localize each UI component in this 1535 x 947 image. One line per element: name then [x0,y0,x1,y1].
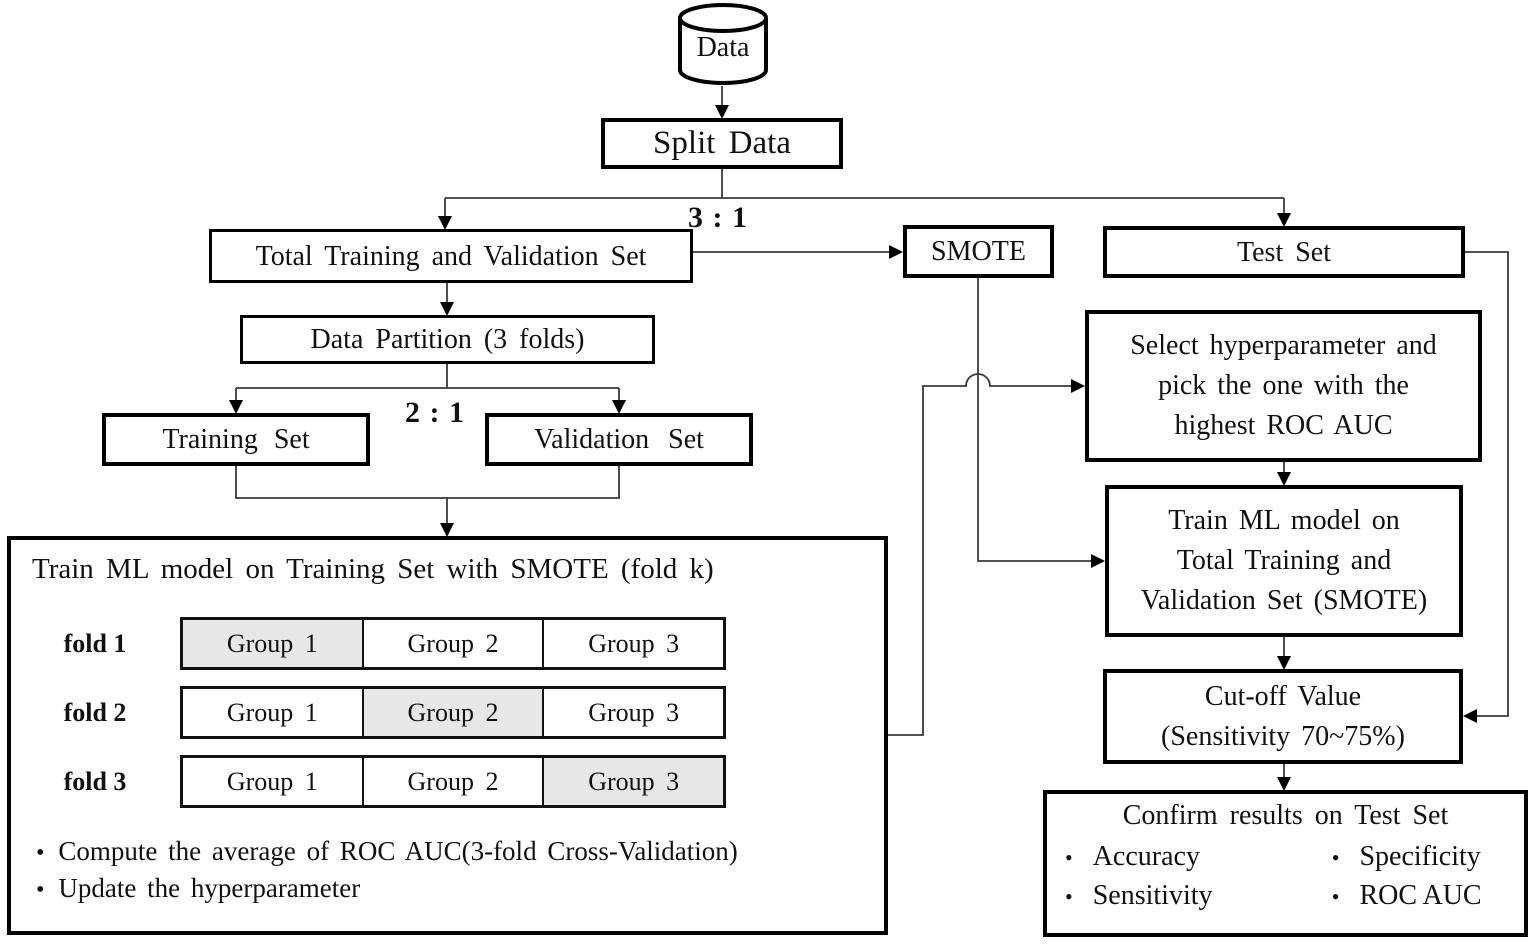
confirm-results-content: Confirm results on Test Set Accuracy Spe… [1043,790,1528,937]
arrow-select-to-trainfull [1277,472,1291,486]
fold2-group2-cell: Group 2 [363,689,545,736]
test-set-node: Test Set [1103,226,1465,278]
fold1-group3-cell: Group 3 [544,620,724,667]
fold2-group1-cell: Group 1 [183,689,364,736]
confirm-results-title: Confirm results on Test Set [1122,800,1449,831]
select-hyperparameter-line1: Select hyperparameter and [1130,330,1437,361]
train-full-model-node: Train ML model on Total Training and Val… [1105,485,1463,637]
fold3-group1-cell: Group 1 [183,758,364,805]
fold3-group2-cell: Group 2 [363,758,545,805]
metric-sensitivity: Sensitivity [1043,877,1310,916]
fold2-row: Group 1 Group 2 Group 3 [180,686,726,739]
select-hyperparameter-line3: highest ROC AUC [1174,410,1393,441]
fold3-label: fold 3 [63,766,127,796]
split-ratio-label: 3 : 1 [688,201,748,234]
arrow-into-validation [612,400,626,414]
arrow-into-total-set [438,216,452,230]
fold2-group3-cell: Group 3 [544,689,724,736]
cylinder-top [678,3,768,33]
connector-smote-to-trainfull [977,278,1091,562]
arrow-trainfull-to-cutoff [1277,656,1291,670]
data-store-label: Data [696,32,750,63]
arrow-into-split-data [715,105,729,119]
database-cylinder-icon [678,3,768,85]
arrow-into-smote [889,245,903,259]
connector-merge [235,465,620,499]
confirm-results-metrics: Accuracy Specificity Sensitivity ROC AUC [1043,838,1528,916]
smote-node: SMOTE [903,225,1054,278]
data-partition-node: Data Partition (3 folds) [240,315,655,364]
train-full-model-line1: Train ML model on [1168,505,1400,536]
metric-specificity: Specificity [1310,838,1528,877]
split-data-node: Split Data [601,118,843,169]
training-set-node: Training Set [102,413,370,466]
arrow-into-test-set [1277,213,1291,227]
arrow-into-cv-box [440,523,454,537]
arrow-into-partition [440,302,454,316]
train-full-model-line3: Validation Set (SMOTE) [1140,585,1428,616]
cutoff-value-node: Cut-off Value (Sensitivity 70~75%) [1103,669,1463,764]
fold3-row: Group 1 Group 2 Group 3 [180,755,726,808]
total-training-validation-set-node: Total Training and Validation Set [209,229,693,283]
arrow-testset-into-cutoff [1463,709,1477,723]
cylinder-body [678,19,768,85]
arrow-into-training [229,400,243,414]
fold1-group1-cell: Group 1 [183,620,364,667]
metric-roc-auc: ROC AUC [1310,877,1528,916]
arrow-into-trainfull [1091,554,1105,568]
train-full-model-line2: Total Training and [1176,545,1392,576]
connector-cv-to-select [888,373,1071,736]
validation-set-node: Validation Set [485,413,753,466]
arrow-into-select [1071,379,1085,393]
connector-testset-to-cutoff [1465,251,1509,717]
metric-accuracy: Accuracy [1043,838,1310,877]
cv-bullet-roc-auc: Compute the average of ROC AUC(3-fold Cr… [36,836,737,867]
partition-ratio-label: 2 : 1 [405,396,465,429]
arrow-cutoff-to-confirm [1277,777,1291,791]
fold1-group2-cell: Group 2 [363,620,545,667]
cross-validation-title: Train ML model on Training Set with SMOT… [32,553,714,585]
cv-bullet-update-hyperparameter: Update the hyperparameter [36,873,360,904]
fold1-label: fold 1 [63,628,127,658]
select-hyperparameter-node: Select hyperparameter and pick the one w… [1085,310,1482,462]
fold3-group3-cell: Group 3 [544,758,724,805]
cutoff-value-line1: Cut-off Value [1204,680,1362,712]
cutoff-value-line2: (Sensitivity 70~75%) [1161,720,1405,752]
fold1-row: Group 1 Group 2 Group 3 [180,617,726,670]
select-hyperparameter-line2: pick the one with the [1158,370,1409,401]
fold2-label: fold 2 [63,697,127,727]
